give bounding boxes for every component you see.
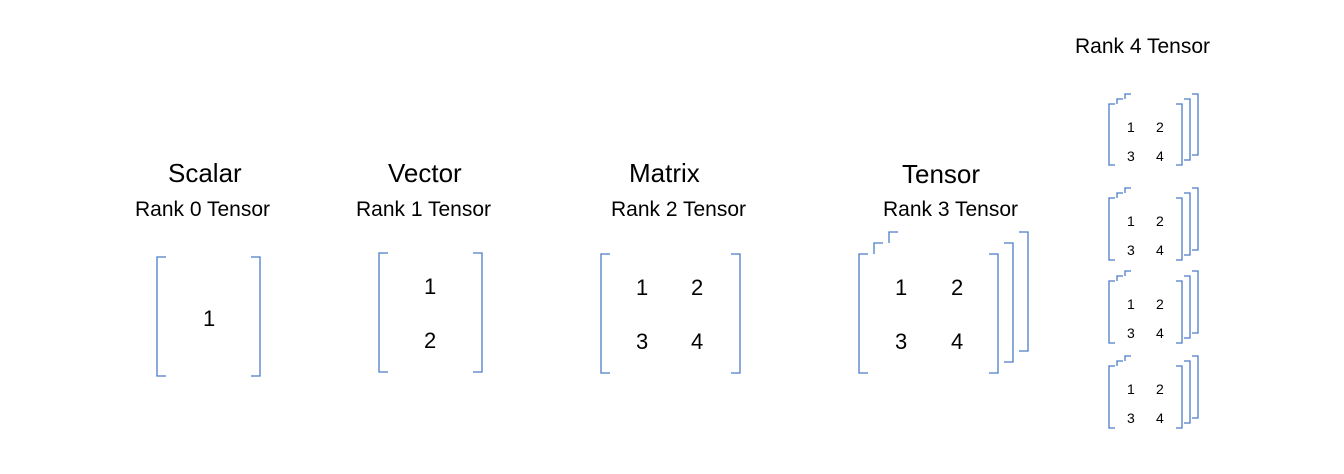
left-bracket xyxy=(1108,197,1115,261)
matrix-brackets xyxy=(600,253,741,374)
layer-left-tick xyxy=(1124,355,1131,361)
rank4-value: 1 xyxy=(1127,213,1135,229)
matrix-subtitle: Rank 2 Tensor xyxy=(611,198,747,221)
layer-left-tick xyxy=(1124,93,1131,99)
rank4-value: 3 xyxy=(1127,410,1135,426)
rank4-value: 3 xyxy=(1127,148,1135,164)
layer-left-tick xyxy=(1124,270,1131,276)
right-bracket xyxy=(251,256,261,377)
rank4-brackets xyxy=(1108,93,1199,429)
matrix-title: Matrix xyxy=(629,158,700,188)
layer-right-bracket xyxy=(1184,275,1191,339)
scalar-subtitle: Rank 0 Tensor xyxy=(135,198,271,221)
rank4-value: 4 xyxy=(1156,242,1164,258)
layer-right-bracket xyxy=(1192,93,1199,156)
tensor-subtitle: Rank 3 Tensor xyxy=(883,198,1019,221)
rank4-value: 3 xyxy=(1127,325,1135,341)
vector-value: 2 xyxy=(424,328,437,353)
rank4-value: 1 xyxy=(1127,296,1135,312)
layer-right-bracket xyxy=(1192,270,1199,334)
rank4-value: 2 xyxy=(1156,381,1164,397)
tensor-brackets xyxy=(858,231,1029,374)
layer-left-tick xyxy=(1116,275,1123,281)
layer-left-tick xyxy=(873,242,883,254)
vector-subtitle: Rank 1 Tensor xyxy=(356,198,492,221)
tensor-value: 1 xyxy=(895,275,908,300)
layer-right-bracket xyxy=(1184,98,1191,161)
left-bracket xyxy=(378,252,388,373)
rank4-title: Rank 4 Tensor xyxy=(1075,35,1211,58)
left-bracket xyxy=(1108,280,1115,344)
rank4-value: 1 xyxy=(1127,381,1135,397)
tensor-value: 3 xyxy=(895,329,908,354)
right-bracket xyxy=(989,253,999,374)
left-bracket xyxy=(156,256,166,377)
right-bracket xyxy=(731,253,741,374)
layer-right-bracket xyxy=(1004,242,1014,363)
layer-right-bracket xyxy=(1192,355,1199,419)
scalar-title: Scalar xyxy=(168,158,242,188)
left-bracket xyxy=(1108,103,1115,166)
right-bracket xyxy=(1176,197,1183,261)
tensor-value: 4 xyxy=(951,329,964,354)
rank4-value: 1 xyxy=(1127,119,1135,135)
tensor-value: 2 xyxy=(951,275,964,300)
vector-value: 1 xyxy=(424,274,437,299)
scalar-brackets xyxy=(156,256,261,377)
right-bracket xyxy=(1176,280,1183,344)
layer-left-tick xyxy=(1124,187,1131,193)
layer-left-tick xyxy=(1116,98,1123,104)
tensor-title: Tensor xyxy=(902,159,981,189)
left-bracket xyxy=(1108,365,1115,429)
vector-brackets xyxy=(378,252,483,373)
vector-title: Vector xyxy=(388,158,462,188)
left-bracket xyxy=(600,253,610,374)
matrix-value: 3 xyxy=(636,329,649,354)
rank4-value: 2 xyxy=(1156,213,1164,229)
rank4-value: 4 xyxy=(1156,148,1164,164)
rank4-value: 4 xyxy=(1156,325,1164,341)
matrix-value: 1 xyxy=(636,275,649,300)
left-bracket xyxy=(858,253,868,374)
layer-left-tick xyxy=(888,231,898,243)
rank4-value: 3 xyxy=(1127,242,1135,258)
layer-right-bracket xyxy=(1019,231,1029,352)
layer-left-tick xyxy=(1116,360,1123,366)
rank4-value: 4 xyxy=(1156,410,1164,426)
layer-right-bracket xyxy=(1192,187,1199,251)
layer-right-bracket xyxy=(1184,192,1191,256)
layer-left-tick xyxy=(1116,192,1123,198)
right-bracket xyxy=(1176,365,1183,429)
layer-right-bracket xyxy=(1184,360,1191,424)
rank4-value: 2 xyxy=(1156,119,1164,135)
scalar-value: 1 xyxy=(203,306,216,331)
matrix-value: 2 xyxy=(691,275,704,300)
matrix-value: 4 xyxy=(691,329,704,354)
right-bracket xyxy=(1176,103,1183,166)
rank4-value: 2 xyxy=(1156,296,1164,312)
right-bracket xyxy=(473,252,483,373)
